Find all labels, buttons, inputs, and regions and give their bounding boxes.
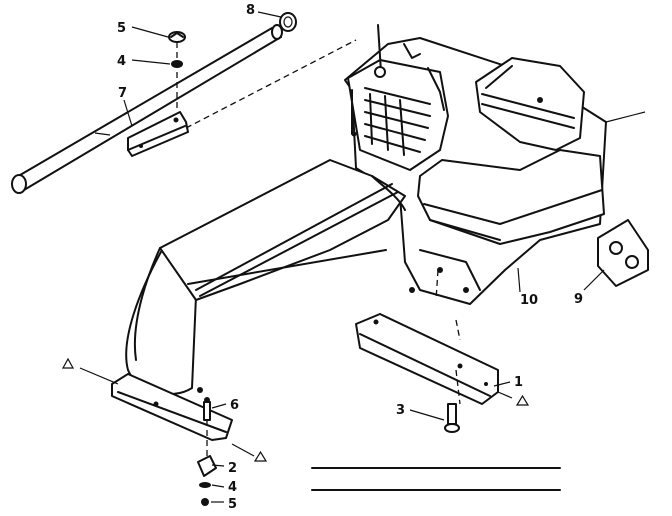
callout-9: 9: [574, 292, 583, 307]
callout-5-bottom: 5: [228, 497, 237, 512]
left-bracket-part: [111, 373, 233, 441]
callout-3: 3: [396, 403, 405, 418]
top-nut-part: [168, 31, 186, 43]
screw-part: [203, 397, 211, 421]
bottom-hardware-stack: [197, 420, 217, 506]
callout-4-bottom: 4: [228, 480, 237, 495]
callout-10: 10: [520, 293, 538, 308]
duct-shroud-part: [125, 159, 406, 396]
tube-part: [11, 24, 283, 194]
leader-lines: [79, 11, 605, 503]
callout-1: 1: [514, 375, 523, 390]
callout-4-top: 4: [117, 54, 126, 69]
triangle-marker-icon: [253, 450, 268, 462]
tube-bracket-part: [127, 111, 189, 157]
callout-2: 2: [228, 461, 237, 476]
triangle-marker-icon: [515, 394, 530, 406]
bolt-part: [444, 403, 460, 433]
callout-6: 6: [230, 398, 239, 413]
triangle-marker-icon: [61, 357, 75, 369]
callout-8: 8: [246, 3, 255, 18]
callout-5-top: 5: [117, 21, 126, 36]
muffler-plate-part: [597, 219, 649, 287]
engine-assembly: [344, 24, 646, 305]
tube-cap-part: [279, 12, 297, 32]
callout-7: 7: [118, 86, 127, 101]
right-bracket-part: [355, 313, 499, 405]
